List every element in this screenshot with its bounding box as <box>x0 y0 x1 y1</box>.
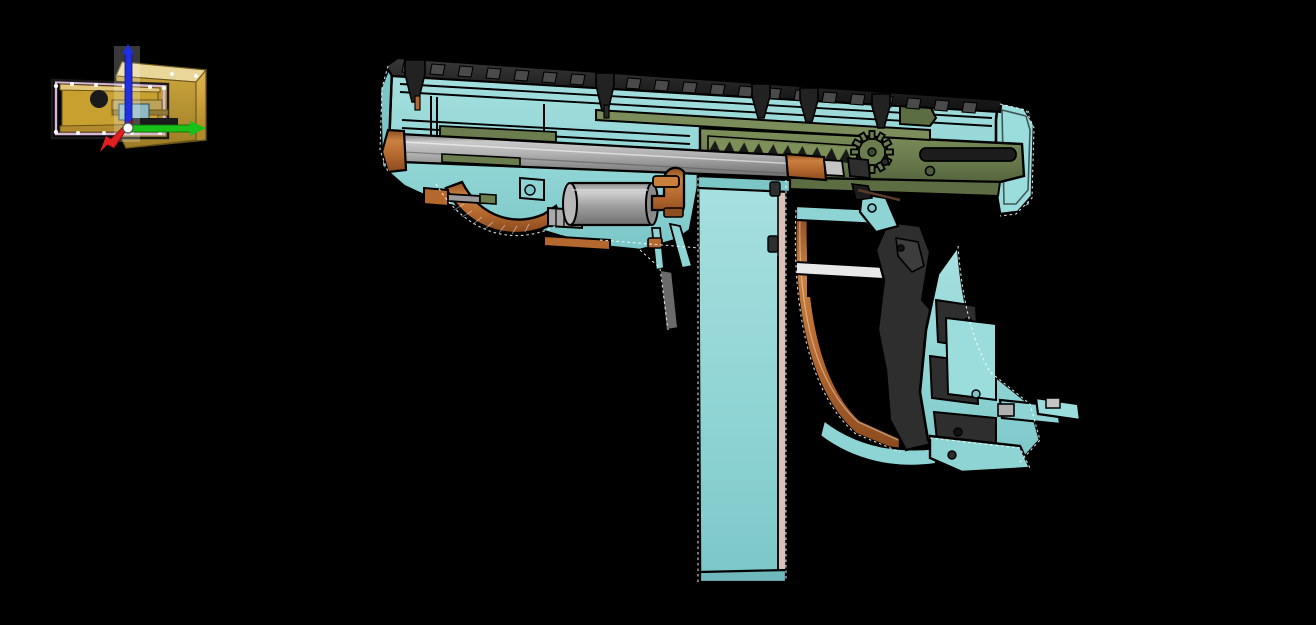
axis-origin-handle[interactable] <box>122 122 134 134</box>
trigger-bar <box>658 268 679 332</box>
rail-screw <box>799 87 819 123</box>
section-cut-edges <box>379 65 1041 582</box>
mag-baseplate <box>698 568 788 584</box>
hammer-spring <box>857 188 901 202</box>
rail-screw <box>751 83 771 119</box>
front-valve-fittings <box>423 176 611 252</box>
mag-catch[interactable] <box>769 181 781 197</box>
rail-screw <box>595 72 615 119</box>
breech-collar <box>784 152 828 182</box>
carrier-pin <box>924 165 936 177</box>
rail-screw <box>404 59 426 111</box>
gas-regulator[interactable] <box>562 181 659 227</box>
sear-pin <box>897 244 905 252</box>
rail-mount-screws <box>404 59 891 129</box>
hammer-link[interactable] <box>858 192 900 234</box>
muzzle-collar <box>380 128 408 174</box>
front-barrel-block <box>439 125 557 167</box>
guard-lower-teal <box>818 417 938 468</box>
picatinny-rail[interactable] <box>384 56 1004 129</box>
charging-handle-bar[interactable] <box>595 102 938 142</box>
rear-valve-pins <box>647 222 694 332</box>
rear-sling-mount[interactable] <box>997 396 1082 426</box>
coordinate-axis-triad[interactable] <box>100 44 206 152</box>
grip-base <box>928 434 1032 474</box>
rail-screw <box>871 93 891 129</box>
preview-grip <box>130 118 178 126</box>
bolt-slot <box>919 147 1017 162</box>
preview-gear <box>90 90 108 108</box>
elbow-fitting[interactable] <box>650 166 686 218</box>
